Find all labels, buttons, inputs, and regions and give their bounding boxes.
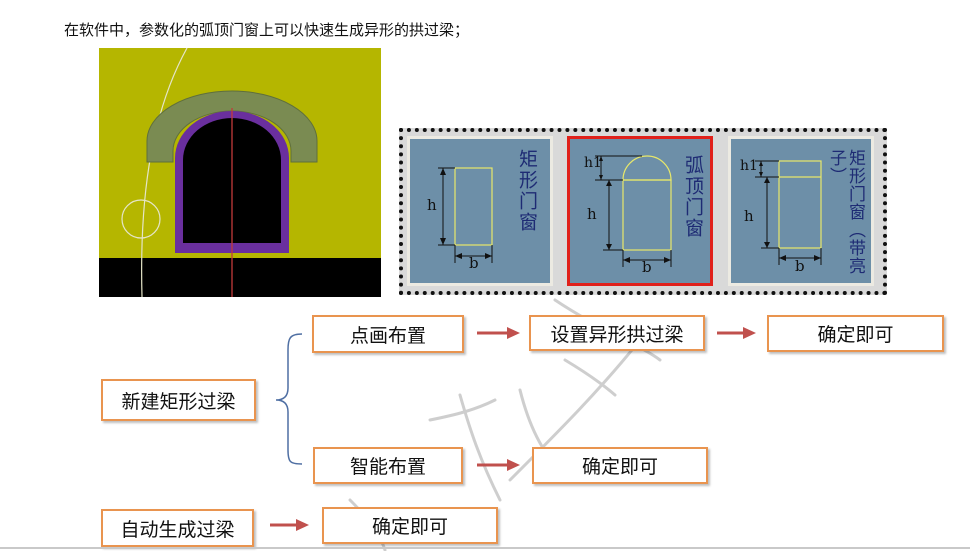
dim-h-label: h (427, 196, 437, 214)
confirm-box: 确定即可 (322, 507, 498, 544)
option-arch-opening[interactable]: h1 h b 弧顶门窗 (567, 136, 713, 286)
option-label: 矩形门窗（带亮子） (826, 149, 865, 275)
bracket (275, 333, 303, 465)
dim-h-label: h (587, 205, 597, 223)
point-place-box: 点画布置 (312, 315, 464, 353)
option-rect-opening[interactable]: h b 矩形门窗 (407, 136, 553, 286)
snap-circle (121, 199, 161, 239)
auto-generate-beam-box: 自动生成过梁 (101, 509, 254, 547)
dim-b-label: b (469, 254, 479, 272)
dim-b-label: b (642, 258, 652, 276)
set-special-beam-box: 设置异形拱过梁 (529, 315, 705, 351)
option-rect-opening-transom[interactable]: h1 h b 矩形门窗（带亮子） (728, 136, 874, 286)
option-label: 弧顶门窗 (682, 155, 704, 239)
dim-h1-label: h1 (740, 158, 758, 174)
bottom-divider (0, 547, 970, 549)
dim-h1-label: h1 (584, 155, 602, 171)
dim-h-label: h (744, 207, 754, 225)
flow-arrows (270, 327, 756, 531)
confirm-box: 确定即可 (532, 447, 708, 484)
confirm-box: 确定即可 (767, 315, 944, 352)
arch-lintel (146, 90, 318, 163)
intro-text: 在软件中，参数化的弧顶门窗上可以快速生成异形的拱过梁； (64, 21, 470, 39)
opening-type-selector: h b 矩形门窗 h1 h b 弧顶门窗 (399, 128, 887, 295)
option-label: 矩形门窗 (516, 149, 538, 233)
dim-b-label: b (795, 257, 805, 275)
ground-slab (99, 258, 381, 297)
new-rect-beam-box: 新建矩形过梁 (101, 379, 256, 421)
cad-viewport (99, 48, 381, 297)
smart-place-box: 智能布置 (313, 447, 463, 484)
